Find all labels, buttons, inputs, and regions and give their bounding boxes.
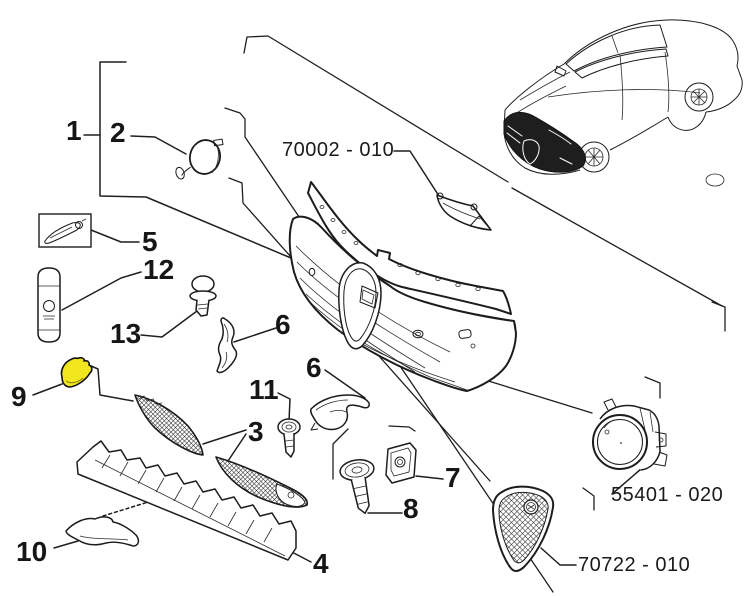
part-code-labels: 70002 - 010 55401 - 020 70722 - 010: [282, 139, 723, 576]
callout-5[interactable]: 5: [142, 226, 158, 257]
bracket-right: [310, 394, 370, 431]
callout-labels: 1 2 3 4 5 6 6 7 8 9 10 11 12 13: [11, 115, 461, 579]
shield-grille: [491, 485, 555, 572]
fog-lamp: [592, 398, 668, 471]
plate-bracket-70002: [436, 192, 492, 231]
push-pin-clip: [189, 275, 217, 317]
callout-4[interactable]: 4: [313, 548, 329, 579]
callout-11[interactable]: 11: [249, 374, 279, 405]
touch-up-canister: [37, 267, 61, 343]
grille-mesh-insert-left: [134, 394, 204, 456]
lower-trim-strip: [65, 516, 140, 547]
grille-mesh-insert-right: [215, 456, 309, 508]
callout-9[interactable]: 9: [11, 381, 27, 412]
main-bumper-cover: [288, 181, 517, 392]
adhesive-tube-kit: [38, 213, 92, 248]
callout-6a[interactable]: 6: [275, 309, 291, 340]
callout-2[interactable]: 2: [110, 117, 126, 148]
lower-grille-absorber: [76, 440, 297, 561]
clip-highlighted[interactable]: [60, 356, 93, 388]
callout-7[interactable]: 7: [445, 462, 461, 493]
part-code-70722-010[interactable]: 70722 - 010: [578, 554, 690, 576]
callout-12[interactable]: 12: [143, 254, 174, 285]
callout-3[interactable]: 3: [248, 416, 264, 447]
callout-8[interactable]: 8: [403, 493, 419, 524]
screw-small: [277, 418, 301, 458]
part-code-70002-010[interactable]: 70002 - 010: [282, 139, 394, 161]
callout-6b[interactable]: 6: [306, 352, 322, 383]
part-code-55401-020[interactable]: 55401 - 020: [611, 484, 723, 506]
tow-hook-cover: [175, 138, 224, 180]
callout-1[interactable]: 1: [66, 115, 82, 146]
callout-13[interactable]: 13: [110, 318, 141, 349]
square-nut-clip: [385, 442, 417, 484]
vehicle-illustration: [503, 19, 743, 187]
bracket-upper: [216, 317, 238, 374]
screw-large: [339, 459, 375, 515]
callout-10[interactable]: 10: [16, 536, 47, 567]
